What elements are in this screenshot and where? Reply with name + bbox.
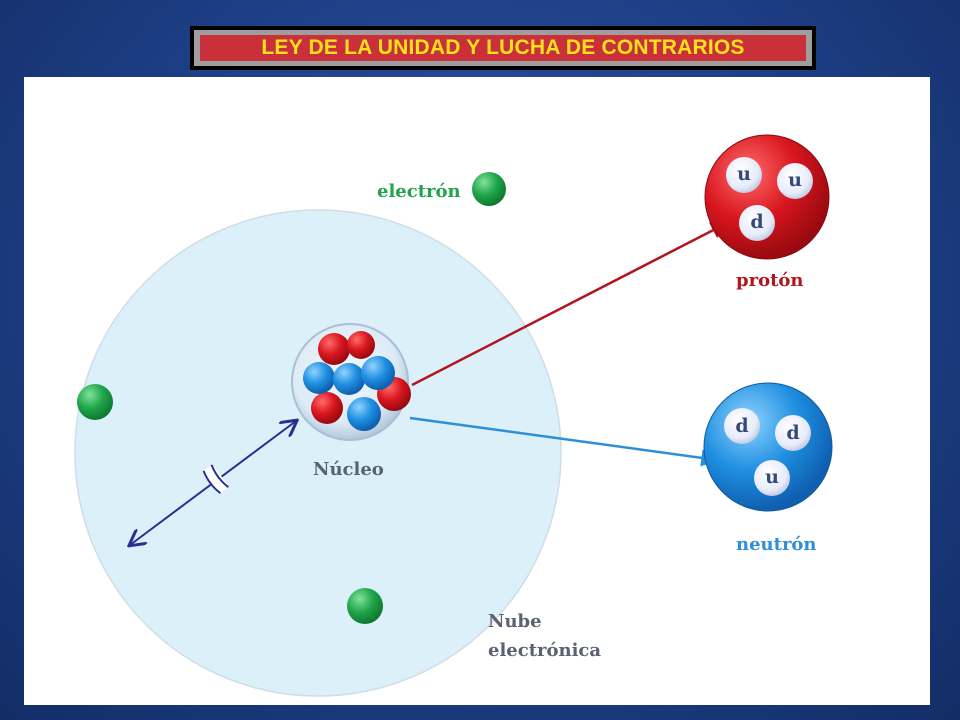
title-banner-inner: LEY DE LA UNIDAD Y LUCHA DE CONTRARIOS <box>200 35 806 61</box>
quark-label: d <box>735 415 748 437</box>
electron-cloud <box>74 209 562 697</box>
electron-label: electrón <box>377 181 461 202</box>
proton-arrow <box>411 221 729 387</box>
quark <box>754 460 790 496</box>
quark-label: u <box>765 466 779 488</box>
electron-particle <box>472 172 506 206</box>
atom-diagram: u u d protón d d u neutrón electrón Núcl… <box>74 134 833 697</box>
nucleon-proton <box>311 392 343 424</box>
nucleon-proton <box>347 331 375 359</box>
quark <box>775 415 811 451</box>
nucleon-neutron <box>347 397 381 431</box>
proton-sphere <box>704 134 830 260</box>
proton-label: protón <box>736 270 803 291</box>
quark <box>726 157 762 193</box>
cloud-label-line1: Nube <box>488 611 542 632</box>
nucleus-label: Núcleo <box>313 459 384 480</box>
title-banner: LEY DE LA UNIDAD Y LUCHA DE CONTRARIOS <box>190 26 816 70</box>
neutron-label: neutrón <box>736 534 817 555</box>
electron-particle <box>77 384 113 420</box>
nucleon-neutron <box>361 356 395 390</box>
quark-label: u <box>788 169 802 191</box>
quark <box>777 163 813 199</box>
quark-label: d <box>786 422 799 444</box>
nucleon-neutron <box>303 362 335 394</box>
nucleus-particles <box>303 331 411 431</box>
neutron-quarks: d d u <box>724 408 811 496</box>
quark-label: d <box>750 211 763 233</box>
quark <box>739 205 775 241</box>
electron-particle <box>347 588 383 624</box>
nucleon-proton <box>318 333 350 365</box>
proton-quarks: u u d <box>726 157 813 241</box>
neutron-arrow <box>409 416 719 467</box>
title-text: LEY DE LA UNIDAD Y LUCHA DE CONTRARIOS <box>261 36 745 59</box>
quark-label: u <box>737 163 751 185</box>
radius-break-icon <box>202 464 230 494</box>
diagram-panel: u u d protón d d u neutrón electrón Núcl… <box>24 77 930 705</box>
quark <box>724 408 760 444</box>
cloud-label-line2: electrónica <box>488 640 601 661</box>
nucleon-neutron <box>333 363 365 395</box>
